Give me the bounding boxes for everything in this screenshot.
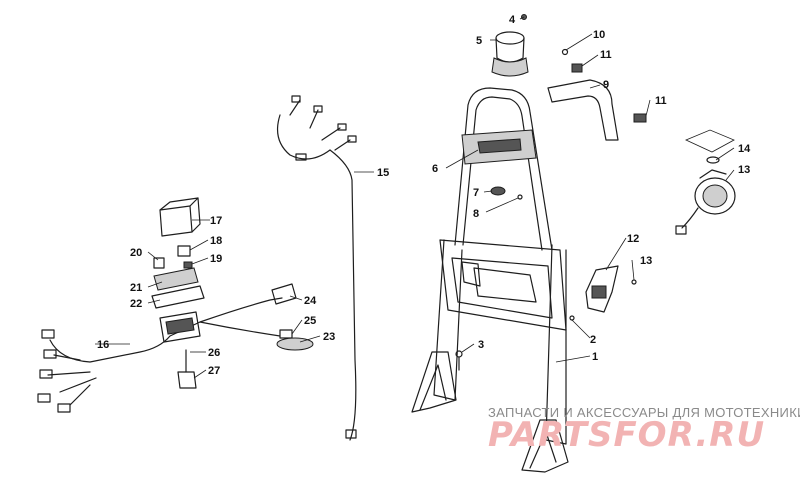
callout-27: 26: [208, 347, 220, 359]
leader-lines: [95, 16, 735, 379]
callout-11-top: 11: [600, 49, 612, 61]
callout-28: 27: [208, 365, 220, 377]
callout-14: 13: [738, 164, 750, 176]
callout-4: 4: [509, 14, 516, 26]
watermark: ЗАПЧАСТИ И АКСЕССУАРЫ ДЛЯ МОТОТЕХНИКИ PA…: [488, 405, 800, 455]
bracket-arm: [547, 48, 647, 141]
callout-26: 25: [304, 315, 316, 327]
callout-2: 2: [590, 334, 596, 346]
grommet: [490, 186, 523, 200]
watermark-tagline: ЗАПЧАСТИ И АКСЕССУАРЫ ДЛЯ МОТОТЕХНИКИ: [488, 405, 800, 420]
callout-24: 23: [323, 331, 335, 343]
callout-1: 1: [592, 351, 598, 363]
relay: [153, 197, 201, 269]
wire-harness-upper: [277, 95, 357, 441]
callout-8: 8: [473, 208, 479, 220]
mount-bolt: [455, 350, 463, 371]
callout-13: 13: [640, 255, 652, 267]
callout-3: 3: [478, 339, 484, 351]
callout-10: 10: [593, 29, 605, 41]
callout-25: 24: [304, 295, 317, 307]
watermark-logo: PARTSFOR.RU: [488, 415, 765, 455]
wire-harness-lower: [37, 283, 314, 413]
callout-21: 20: [130, 247, 142, 259]
callout-23: 22: [130, 298, 142, 310]
mount-cup: [491, 31, 529, 77]
mount-clip: [177, 349, 197, 389]
callout-19: 18: [210, 235, 222, 247]
callout-18: 17: [210, 215, 222, 227]
callout-20: 19: [210, 253, 222, 265]
callout-12: 12: [627, 233, 639, 245]
callout-16: 15: [377, 167, 389, 179]
callout-labels: 4 5 10 11 9 11 6 7 8 14 13 12 13 2 3 1 1…: [97, 14, 751, 377]
rack-frame: [411, 87, 569, 473]
callout-15: 14: [738, 143, 751, 155]
side-bracket: [569, 265, 637, 321]
fuse-box: [151, 267, 205, 343]
callout-7: 7: [473, 187, 479, 199]
horn: [675, 129, 736, 235]
callout-11-right: 11: [655, 95, 667, 107]
callout-17: 16: [97, 339, 109, 351]
callout-5: 5: [476, 35, 482, 47]
callout-6: 6: [432, 163, 438, 175]
callout-22: 21: [130, 282, 142, 294]
callout-9: 9: [603, 79, 609, 91]
